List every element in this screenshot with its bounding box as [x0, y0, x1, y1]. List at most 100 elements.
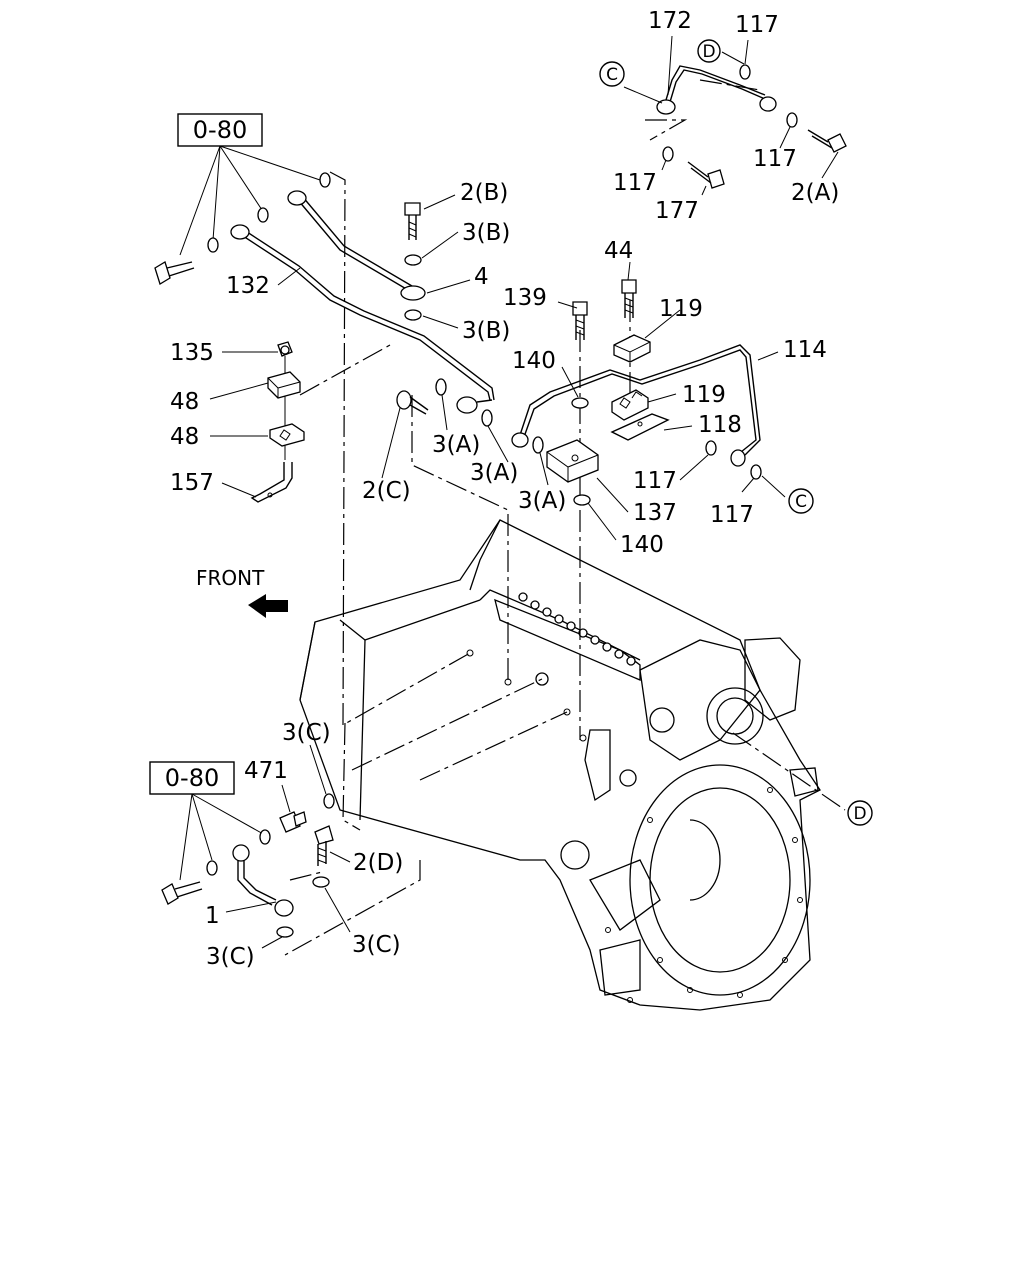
ref-circle-c-top: C — [599, 61, 625, 87]
washer-117-l — [662, 146, 674, 162]
callout-2b: 2(B) — [460, 180, 508, 206]
bracket-157 — [250, 462, 293, 503]
ref-circle-d-top: D — [697, 39, 721, 63]
callout-4: 4 — [474, 264, 489, 290]
ref-box-bottom: 0-80 — [149, 761, 266, 881]
ref-circle-d-right: D — [847, 800, 873, 826]
callout-117-left: 117 — [613, 170, 657, 196]
washer-3a-3 — [532, 436, 544, 454]
nut-135 — [277, 341, 293, 357]
callout-117-bottom: 117 — [710, 502, 754, 528]
callout-3b-bottom: 3(B) — [462, 318, 510, 344]
pipe-132 — [230, 224, 495, 414]
front-arrow: FRONT — [196, 566, 288, 618]
washer-117-r — [786, 112, 798, 128]
ref-circle-d-right-label: D — [853, 804, 866, 824]
callout-48-lower: 48 — [170, 424, 199, 450]
washer-117-m — [705, 440, 717, 456]
washer-3c-left — [276, 926, 294, 938]
washer-3b-top — [404, 254, 422, 266]
injector-row — [518, 592, 636, 666]
callout-3c-left: 3(C) — [206, 944, 255, 970]
pipe-172 — [656, 65, 777, 115]
ref-box-top: 0-80 — [177, 113, 321, 256]
pipe-114 — [511, 344, 761, 467]
callout-172: 172 — [648, 8, 692, 34]
callout-3c-top: 3(C) — [282, 720, 331, 746]
callout-135: 135 — [170, 340, 214, 366]
washer-117-tr — [739, 64, 751, 80]
callout-117-top-right: 117 — [735, 12, 779, 38]
clip-119-upper — [613, 334, 651, 363]
bolt-2a — [807, 129, 847, 153]
bracket-118 — [610, 413, 670, 441]
bolt-2b — [404, 202, 421, 240]
callout-140-upper: 140 — [512, 348, 556, 374]
washer-3b-bottom — [404, 309, 422, 321]
callout-3b-top: 3(B) — [462, 220, 510, 246]
callout-157: 157 — [170, 470, 214, 496]
ref-circle-c-right-label: C — [795, 492, 807, 512]
callout-3c-right: 3(C) — [352, 932, 401, 958]
callout-177: 177 — [655, 198, 699, 224]
bolt-2c — [396, 390, 429, 415]
callout-3a-3: 3(A) — [518, 488, 566, 514]
callout-140-lower: 140 — [620, 532, 664, 558]
housing-bolt-holes — [605, 787, 803, 1003]
callout-139: 139 — [503, 285, 547, 311]
callout-119-lower: 119 — [682, 382, 726, 408]
ref-box-top-label: 0-80 — [193, 116, 247, 144]
centre-lines — [284, 79, 846, 956]
bolt-upper-left — [154, 261, 195, 285]
washer-3a-1 — [435, 378, 447, 396]
callout-2a: 2(A) — [791, 180, 839, 206]
engine-block — [299, 519, 821, 1011]
bolt-2d — [314, 825, 334, 866]
callout-labels: 172 117 117 117 177 2(A) 2(B) 3(B) 4 3(B… — [170, 8, 839, 970]
washer-ul-3 — [319, 172, 331, 188]
clip-48-upper — [267, 371, 301, 399]
ref-circle-c-right: C — [788, 488, 814, 514]
bolt-lower-left — [161, 881, 203, 905]
callout-2d: 2(D) — [353, 850, 403, 876]
callout-leaders — [209, 35, 839, 949]
washer-140-bottom — [573, 494, 591, 506]
callout-117-right: 117 — [753, 146, 797, 172]
bolt-177 — [687, 161, 725, 189]
callout-48-upper: 48 — [170, 389, 199, 415]
callout-2c: 2(C) — [362, 478, 411, 504]
callout-132: 132 — [226, 273, 270, 299]
washer-ll-1 — [206, 860, 218, 876]
callout-119-upper: 119 — [659, 296, 703, 322]
washer-ll-2 — [259, 829, 271, 845]
callout-3a-1: 3(A) — [432, 432, 480, 458]
callout-137: 137 — [633, 500, 677, 526]
clip-48-lower — [269, 423, 305, 447]
ref-circle-d-top-label: D — [702, 42, 715, 62]
pipe-4 — [287, 190, 426, 301]
front-label: FRONT — [196, 566, 265, 590]
callout-44: 44 — [604, 238, 633, 264]
washer-ul-1 — [207, 237, 219, 253]
bolt-44 — [621, 279, 637, 318]
callout-1: 1 — [205, 903, 220, 929]
ref-box-bottom-label: 0-80 — [165, 764, 219, 792]
block-137 — [546, 439, 599, 483]
callout-3a-2: 3(A) — [470, 460, 518, 486]
callout-471: 471 — [244, 758, 288, 784]
ref-circle-c-top-label: C — [606, 65, 618, 85]
washer-140-top — [571, 397, 589, 409]
bolt-471 — [279, 811, 307, 833]
washer-3a-2 — [481, 409, 493, 427]
bolt-139 — [572, 301, 588, 340]
washer-ul-2 — [257, 207, 269, 223]
callout-114: 114 — [783, 337, 827, 363]
clip-119-lower — [611, 389, 649, 421]
callout-118: 118 — [698, 412, 742, 438]
washer-3c-right — [312, 876, 330, 888]
washer-3c-top — [323, 793, 335, 809]
callout-117-middle: 117 — [633, 468, 677, 494]
washer-117-b — [750, 464, 762, 480]
